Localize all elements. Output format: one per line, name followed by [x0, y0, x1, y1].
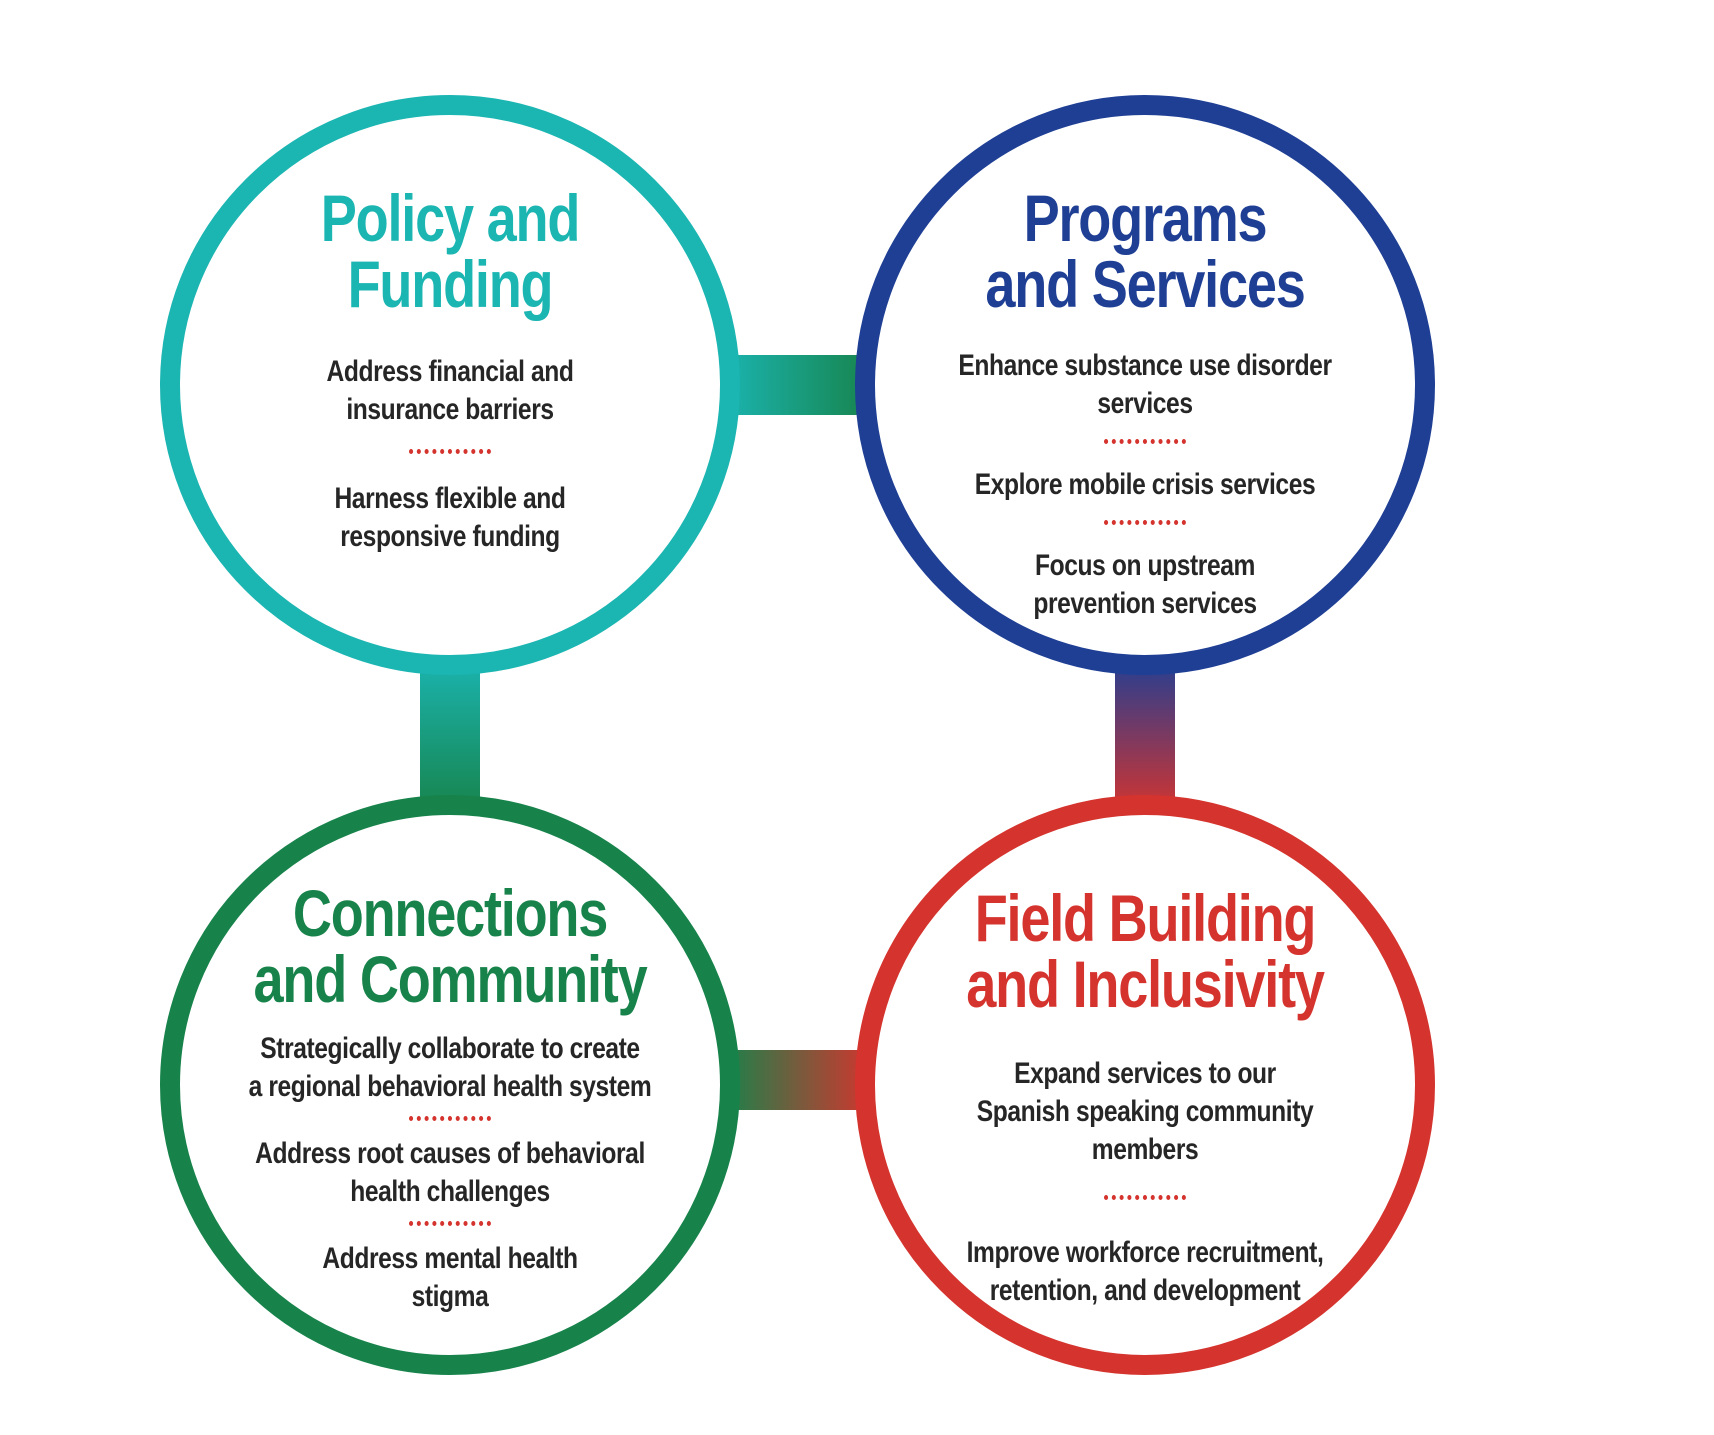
item-spanish-speaking: Expand services to our Spanish speaking …	[976, 1057, 1314, 1166]
connector-bottom	[720, 1050, 875, 1110]
item-upstream-prevention: Focus on upstream prevention services	[1033, 549, 1257, 620]
item-regional-system: Strategically collaborate to create a re…	[248, 1032, 652, 1103]
item-flexible-funding: Harness flexible and responsive funding	[334, 482, 566, 553]
circle-connections-community: Connections and Community Strategically …	[160, 795, 740, 1375]
title-field-building: Field Building and Inclusivity	[966, 881, 1325, 1021]
title-policy-funding: Policy and Funding	[320, 181, 581, 321]
connector-top	[720, 355, 875, 415]
dotted-divider	[409, 1116, 491, 1121]
circle-programs-services: Programs and Services Enhance substance …	[855, 95, 1435, 675]
dotted-divider	[409, 1221, 491, 1226]
circle-policy-funding: Policy and Funding Address financial and…	[160, 95, 740, 675]
title-connections-community: Connections and Community	[253, 876, 648, 1016]
title-programs-services: Programs and Services	[985, 181, 1305, 321]
dotted-divider	[1104, 520, 1186, 525]
circle-field-building: Field Building and Inclusivity Expand se…	[855, 795, 1435, 1375]
item-workforce: Improve workforce recruitment, retention…	[966, 1236, 1324, 1307]
item-financial-barriers: Address financial and insurance barriers	[326, 355, 574, 426]
connector-left	[420, 655, 480, 815]
dotted-divider	[1104, 439, 1186, 444]
dotted-divider	[409, 449, 491, 454]
dotted-divider	[1104, 1195, 1186, 1200]
item-mental-health-stigma: Address mental health stigma	[322, 1242, 578, 1313]
item-substance-use: Enhance substance use disorder services	[958, 349, 1332, 420]
item-root-causes: Address root causes of behavioral health…	[255, 1137, 645, 1208]
item-mobile-crisis: Explore mobile crisis services	[974, 468, 1316, 501]
connector-right	[1115, 655, 1175, 815]
